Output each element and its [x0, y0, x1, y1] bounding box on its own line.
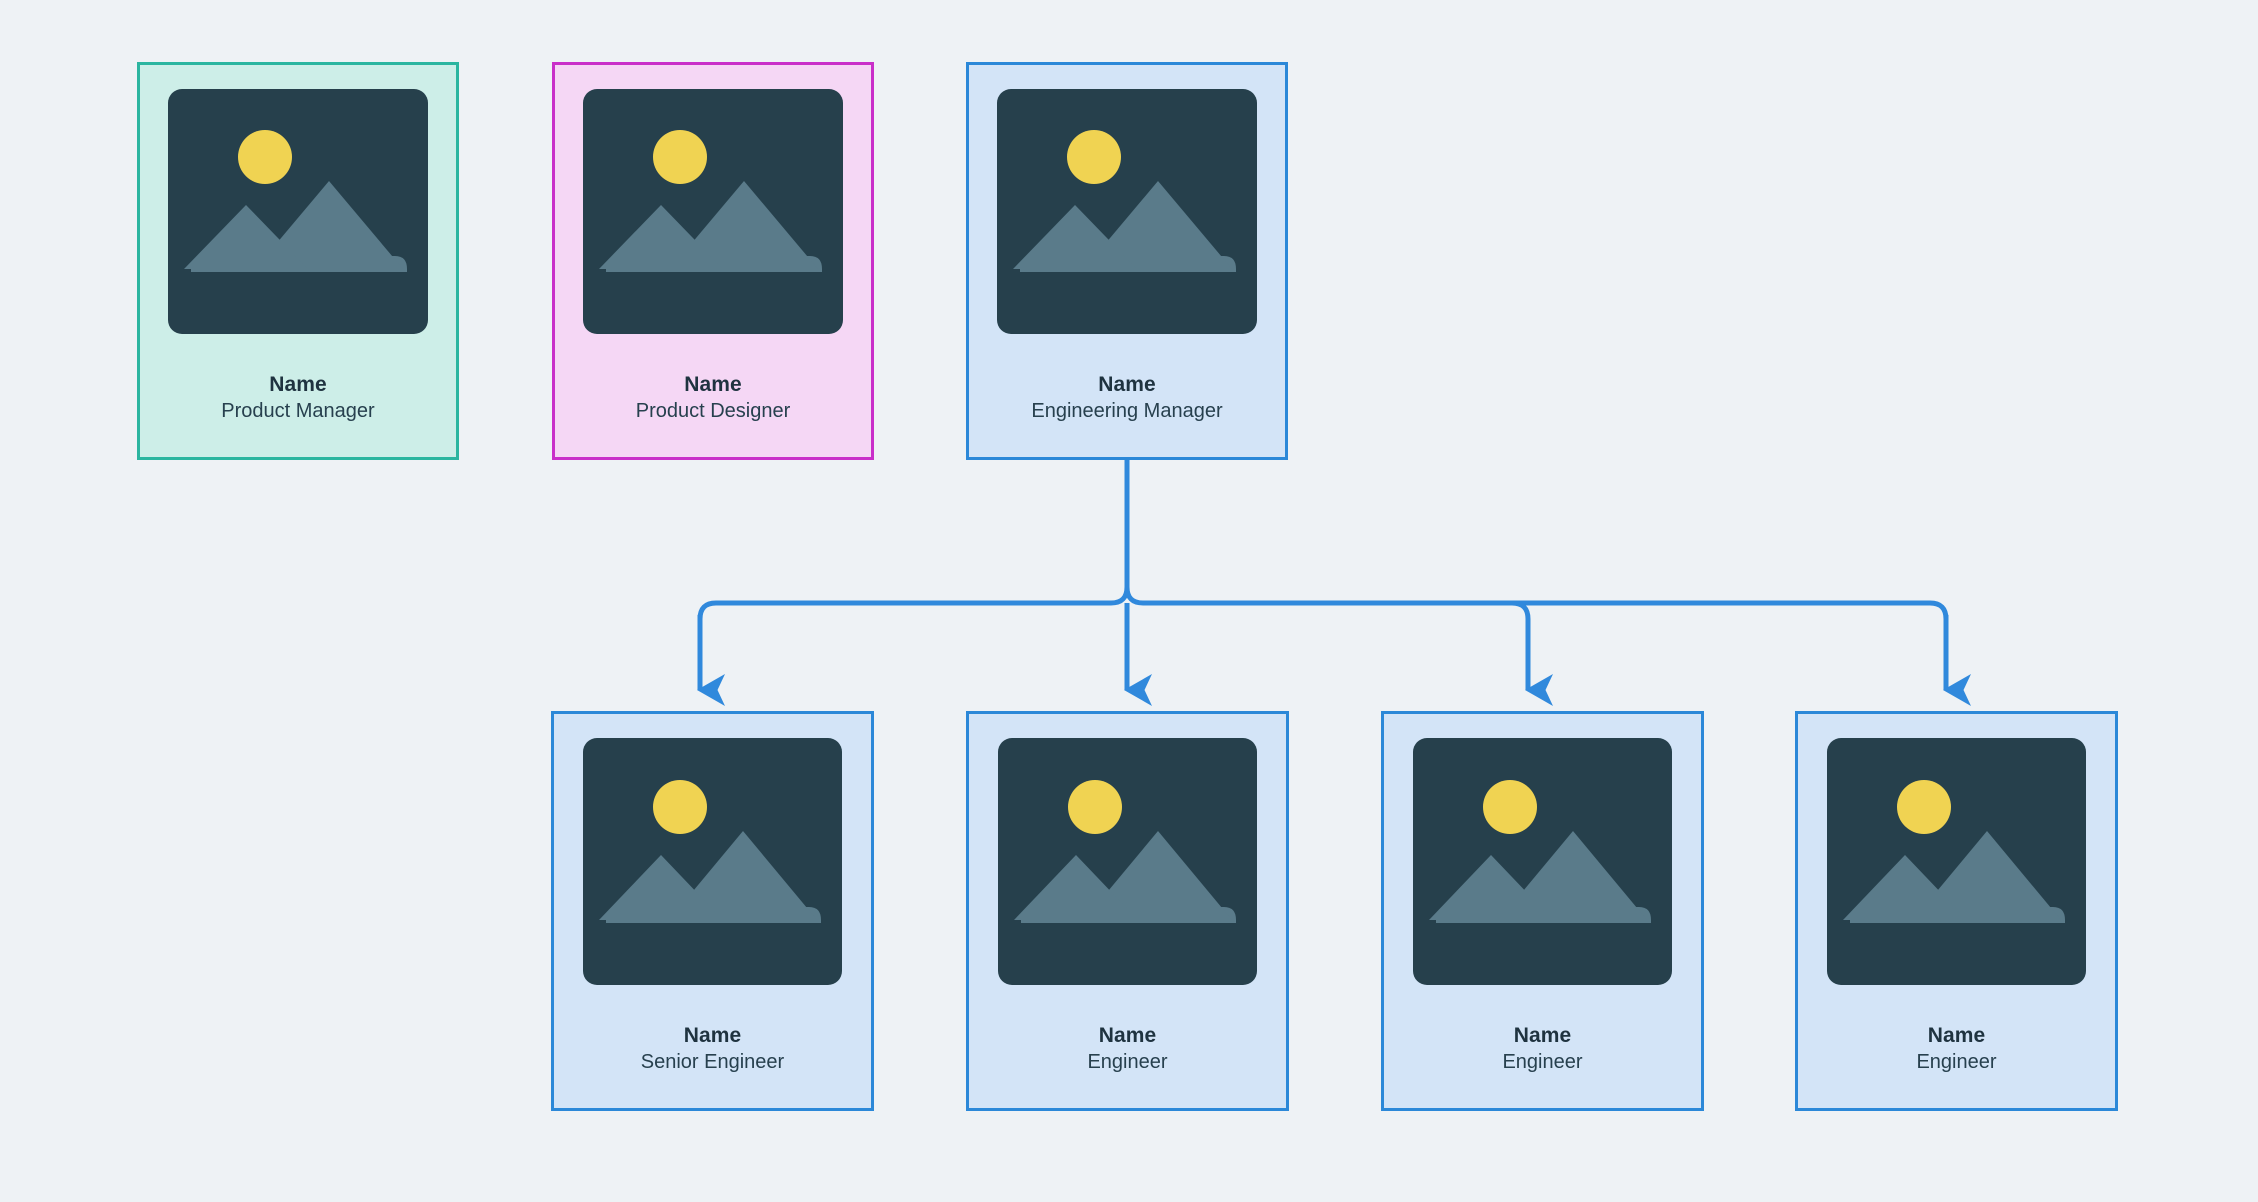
connector-bus-right	[1124, 586, 1949, 620]
mountain-icon	[669, 831, 817, 920]
card-role: Product Designer	[635, 400, 791, 422]
avatar-product-manager	[168, 89, 428, 334]
mountain-icon	[1084, 181, 1232, 269]
card-text-senior-engineer: Name Senior Engineer	[554, 1023, 871, 1076]
card-text-engineering-manager: Name Engineering Manager	[969, 372, 1285, 425]
card-role: Engineer	[1502, 1051, 1583, 1073]
card-role: Senior Engineer	[640, 1051, 785, 1073]
card-name: Name	[1513, 1024, 1572, 1047]
mountain-icon	[255, 181, 403, 269]
card-role: Engineer	[1916, 1051, 1997, 1073]
card-name: Name	[1927, 1024, 1986, 1047]
card-text-engineer-2: Name Engineer	[1384, 1023, 1701, 1076]
sun-icon	[1483, 780, 1537, 834]
avatar-engineer-2	[1413, 738, 1672, 985]
image-placeholder-icon	[1429, 780, 1651, 923]
card-product-designer[interactable]: Name Product Designer	[552, 62, 874, 460]
card-engineer-1[interactable]: Name Engineer	[966, 711, 1289, 1111]
image-placeholder-icon	[184, 130, 407, 272]
avatar-product-designer	[583, 89, 843, 334]
connector-bus-left	[697, 586, 1130, 620]
avatar-engineer-1	[998, 738, 1257, 985]
card-senior-engineer[interactable]: Name Senior Engineer	[551, 711, 874, 1111]
sun-icon	[1068, 780, 1122, 834]
card-text-product-designer: Name Product Designer	[555, 372, 871, 425]
card-name: Name	[269, 373, 327, 396]
image-placeholder-icon	[599, 130, 822, 272]
sun-icon	[238, 130, 292, 184]
mountain-icon	[1843, 855, 1967, 920]
mountain-icon	[1429, 855, 1553, 920]
card-name: Name	[684, 373, 742, 396]
mountain-icon	[1014, 855, 1138, 920]
card-name: Name	[1098, 373, 1156, 396]
sun-icon	[653, 130, 707, 184]
card-name: Name	[1098, 1024, 1157, 1047]
image-placeholder-icon	[1013, 130, 1236, 272]
mountain-icon	[184, 205, 308, 269]
mountain-icon	[599, 205, 723, 269]
image-placeholder-icon	[599, 780, 821, 923]
card-text-product-manager: Name Product Manager	[140, 372, 456, 425]
card-role: Engineer	[1087, 1051, 1168, 1073]
image-placeholder-icon	[1014, 780, 1236, 923]
sun-icon	[1897, 780, 1951, 834]
card-role: Product Manager	[221, 400, 375, 422]
avatar-engineering-manager	[997, 89, 1257, 334]
mountain-icon	[1499, 831, 1647, 920]
image-placeholder-icon	[1843, 780, 2065, 923]
mountain-icon	[599, 855, 723, 920]
mountain-icon	[670, 181, 818, 269]
sun-icon	[653, 780, 707, 834]
avatar-engineer-3	[1827, 738, 2086, 985]
avatar-senior-engineer	[583, 738, 842, 985]
sun-icon	[1067, 130, 1121, 184]
card-engineering-manager[interactable]: Name Engineering Manager	[966, 62, 1288, 460]
card-engineer-2[interactable]: Name Engineer	[1381, 711, 1704, 1111]
mountain-icon	[1913, 831, 2061, 920]
card-name: Name	[683, 1024, 742, 1047]
card-text-engineer-1: Name Engineer	[969, 1023, 1286, 1076]
card-role: Engineering Manager	[1031, 400, 1223, 422]
card-text-engineer-3: Name Engineer	[1798, 1023, 2115, 1076]
card-engineer-3[interactable]: Name Engineer	[1795, 711, 2118, 1111]
card-product-manager[interactable]: Name Product Manager	[137, 62, 459, 460]
connector-arrow-engineer-2	[1511, 600, 1553, 706]
mountain-icon	[1084, 831, 1232, 920]
mountain-icon	[1013, 205, 1137, 269]
